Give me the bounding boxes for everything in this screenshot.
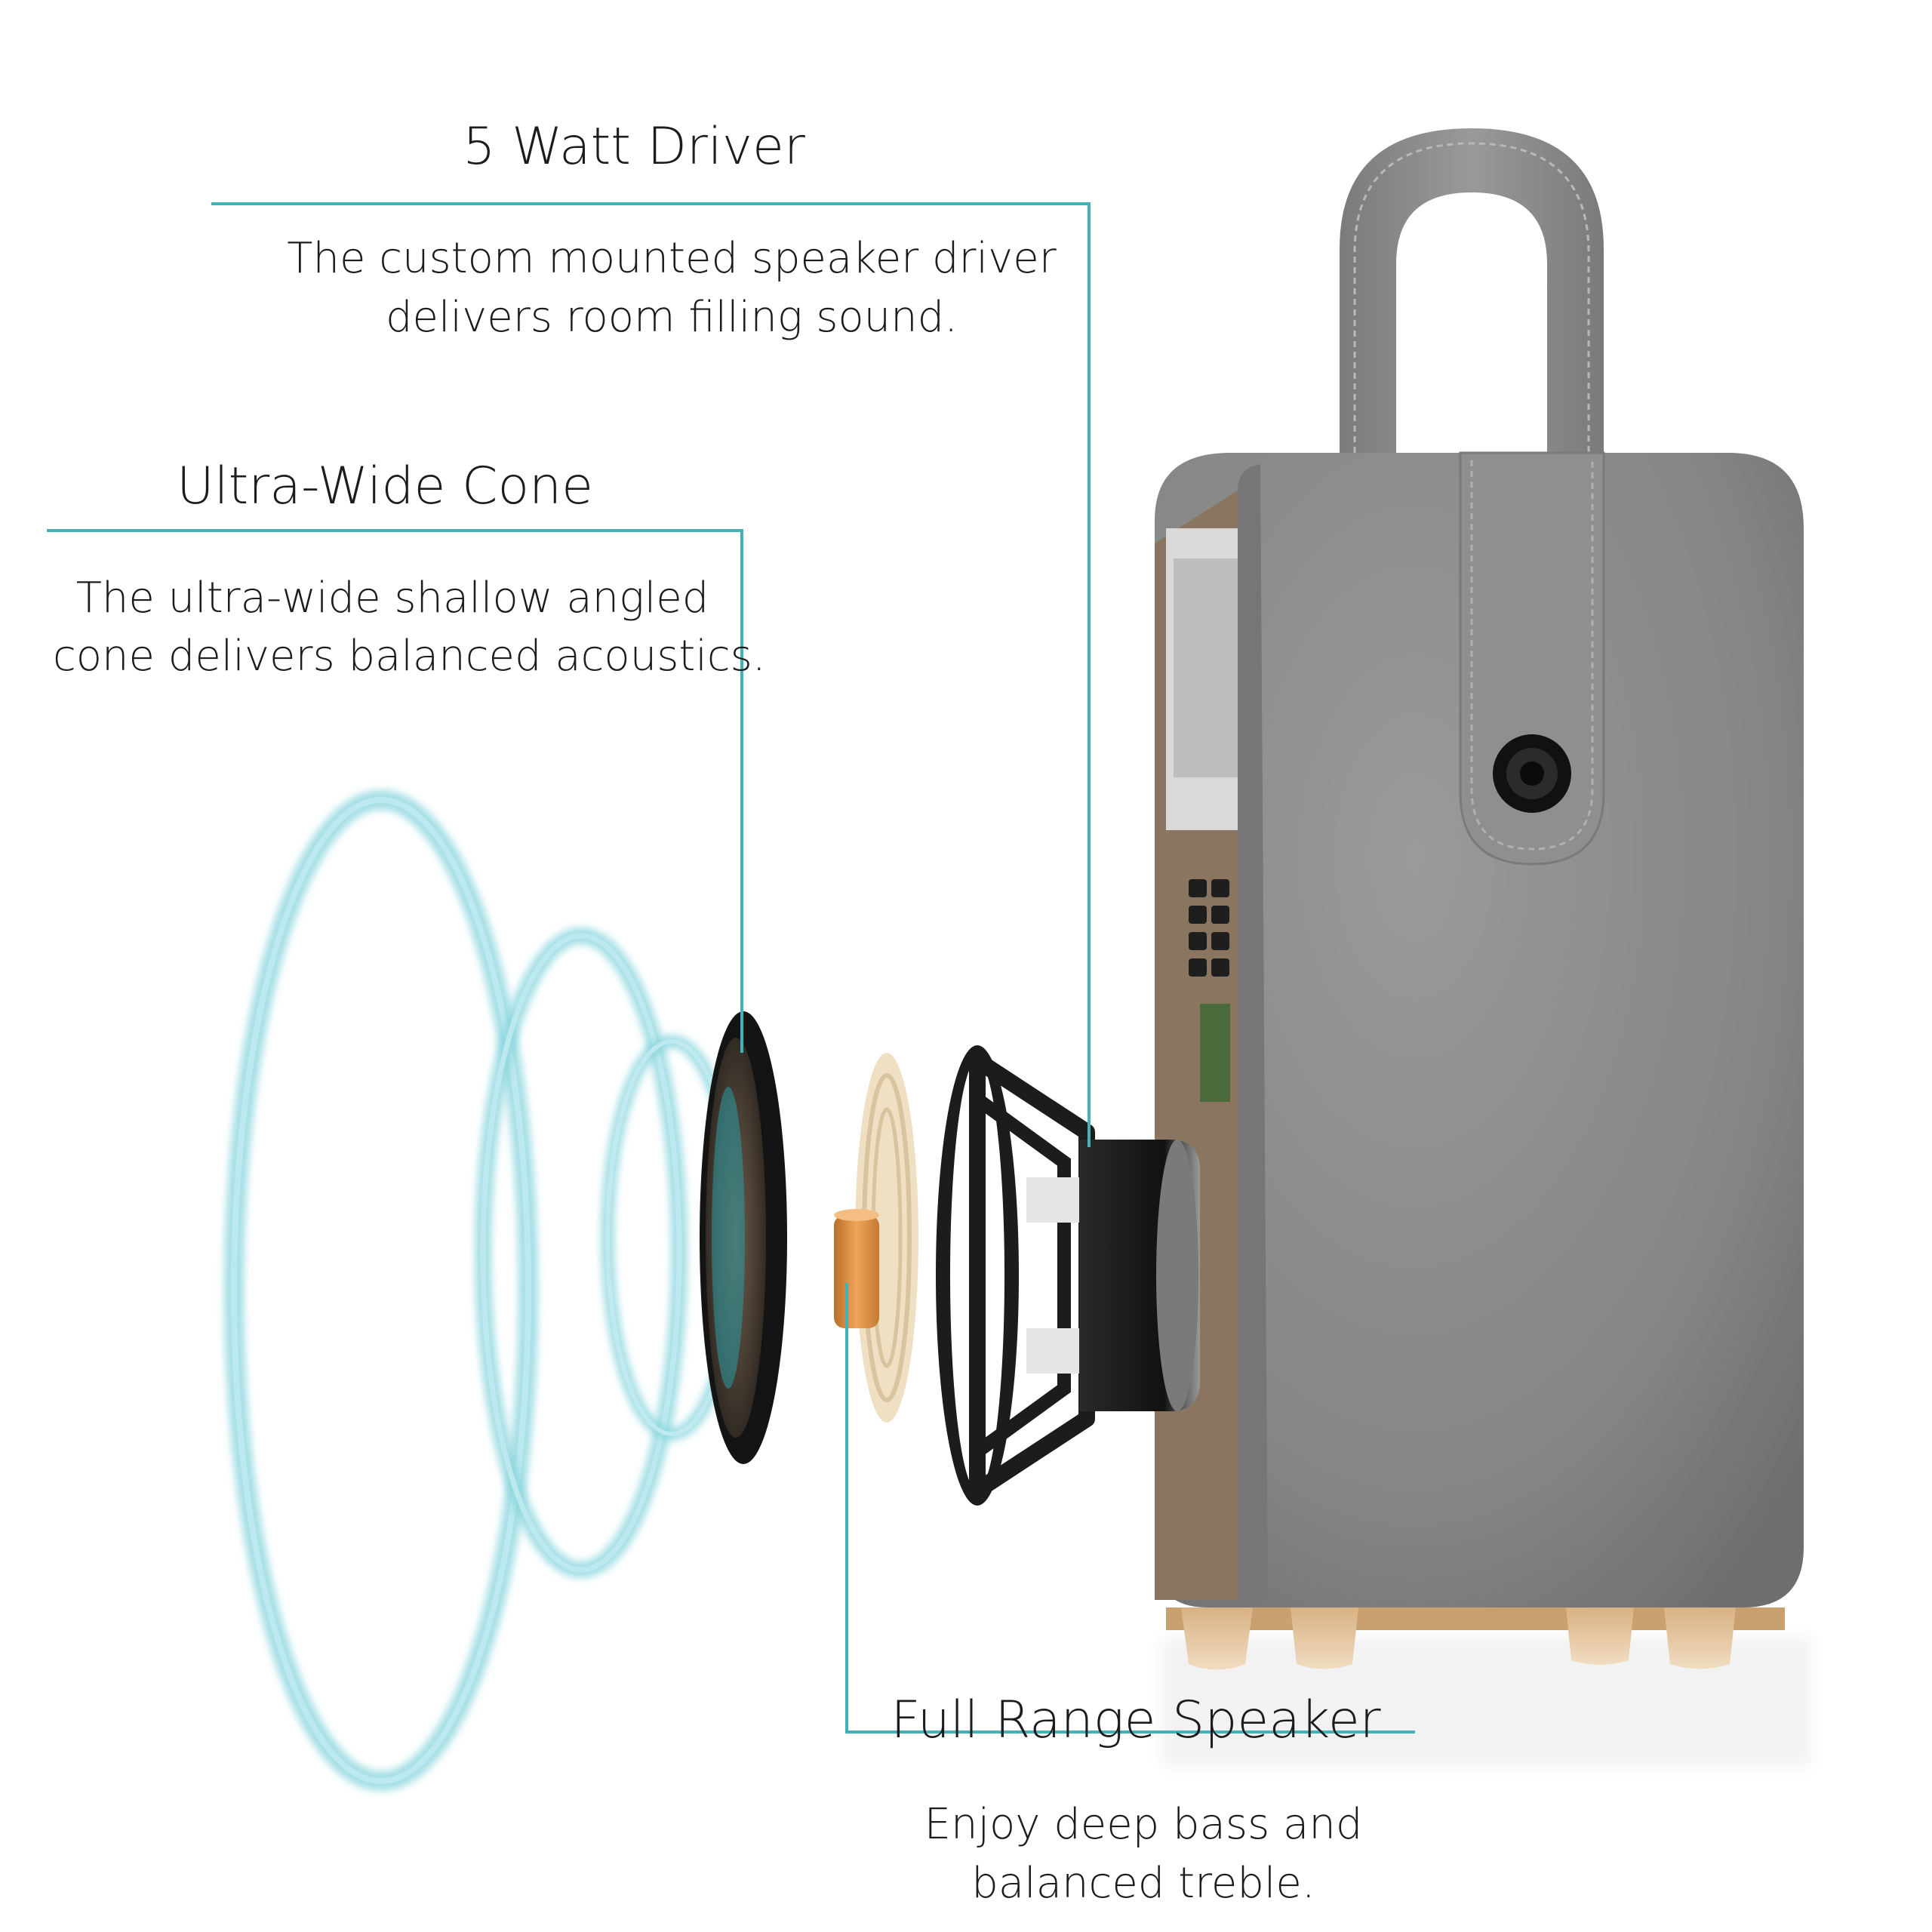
callout-desc-ultra-wide-cone-line-1: The ultra-wide shallow angled <box>75 574 709 623</box>
leader-lines <box>47 202 1415 1734</box>
sound-wave-icon <box>224 790 743 1791</box>
callout-desc-full-range-speaker-line-1: Enjoy deep bass and <box>924 1800 1363 1849</box>
callout-title-ultra-wide-cone: Ultra-Wide Cone <box>176 457 593 516</box>
magnet-icon <box>834 1209 879 1328</box>
driver-basket-icon <box>936 1045 1200 1506</box>
control-buttons <box>1189 879 1229 977</box>
cone-ring <box>700 1011 787 1464</box>
callout-title-5-watt-driver: 5 Watt Driver <box>463 117 805 177</box>
strap-button-icon <box>1493 734 1571 813</box>
callout-title-full-range-speaker: Full Range Speaker <box>891 1690 1381 1750</box>
wooden-feet <box>1166 1607 1785 1670</box>
callout-desc-5-watt-driver-line-2: delivers room filling sound. <box>386 293 958 342</box>
leather-strap-icon <box>1340 128 1604 464</box>
circuit-board <box>1200 1004 1230 1102</box>
speaker-body <box>1155 453 1804 1607</box>
callout-desc-ultra-wide-cone-line-2: cone delivers balanced acoustics. <box>53 632 766 681</box>
callout-desc-full-range-speaker-line-2: balanced treble. <box>971 1859 1315 1908</box>
callout-desc-5-watt-driver-line-1: The custom mounted speaker driver <box>287 234 1057 283</box>
